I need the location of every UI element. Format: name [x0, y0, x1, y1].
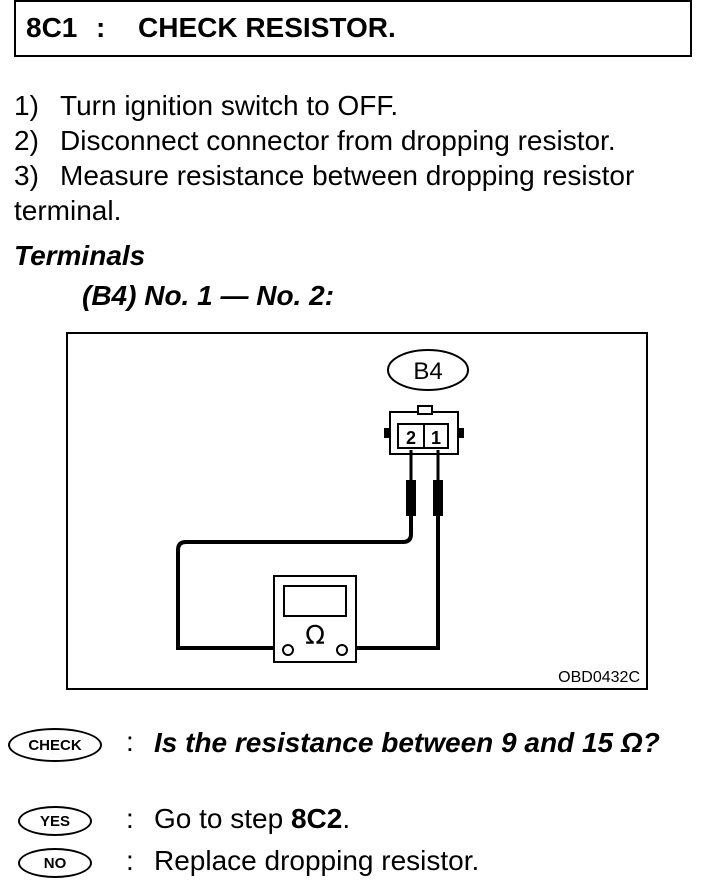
- ohmmeter-icon: [273, 575, 357, 663]
- step-text: Turn ignition switch to OFF.: [60, 90, 399, 121]
- yes-badge: YES: [18, 806, 92, 836]
- terminals-heading: Terminals: [14, 240, 146, 271]
- measurement-diagram: B4 2 1 Ω OBD0432C: [66, 332, 648, 690]
- check-colon: :: [126, 726, 134, 757]
- step-code: 8C1: [26, 12, 78, 43]
- yes-answer: Go to step 8C2.: [154, 803, 350, 835]
- connector-b4-icon: [384, 405, 464, 455]
- step-title: CHECK RESISTOR.: [138, 12, 396, 43]
- no-answer: Replace dropping resistor.: [154, 845, 480, 876]
- terminals-spec: (B4) No. 1 — No. 2:: [82, 280, 335, 311]
- figure-code: OBD0432C: [558, 669, 640, 686]
- check-badge: CHECK: [8, 728, 102, 762]
- step-text: Disconnect connector from dropping resis…: [60, 125, 616, 156]
- instruction-step-3: 3) Measure resistance between dropping re…: [14, 160, 634, 192]
- diagram-frame: [66, 332, 648, 690]
- step-code-separator: :: [96, 12, 106, 43]
- step-number: 2): [14, 125, 39, 156]
- step-number: 3): [14, 160, 39, 191]
- step-text: Measure resistance between dropping resi…: [60, 160, 635, 191]
- wiring-illustration: B4 2 1 Ω OBD0432C: [66, 332, 648, 690]
- pin-1-label: 1: [431, 428, 441, 448]
- lead-wire-1: [348, 516, 440, 650]
- instruction-step-2: 2) Disconnect connector from dropping res…: [14, 125, 616, 157]
- yes-next-step: 8C2: [290, 803, 343, 834]
- instruction-step-3-continued: terminal.: [14, 195, 122, 226]
- probe-1-icon: [433, 450, 443, 516]
- no-badge: NO: [18, 848, 92, 878]
- lead-wire-2: [176, 516, 413, 650]
- connector-label: B4: [413, 358, 442, 385]
- no-colon: :: [126, 845, 134, 876]
- check-question: Is the resistance between 9 and 15 Ω?: [154, 727, 660, 758]
- ohm-symbol: Ω: [305, 621, 325, 651]
- yes-colon: :: [126, 803, 134, 834]
- connector-label-oval: [387, 349, 469, 391]
- probe-2-icon: [406, 450, 416, 516]
- yes-answer-period: .: [342, 803, 351, 834]
- step-number: 1): [14, 90, 39, 121]
- yes-answer-text: Go to step: [154, 803, 291, 834]
- instruction-step-1: 1) Turn ignition switch to OFF.: [14, 90, 398, 122]
- pin-2-label: 2: [406, 428, 416, 448]
- step-header: 8C1 : CHECK RESISTOR.: [14, 0, 692, 57]
